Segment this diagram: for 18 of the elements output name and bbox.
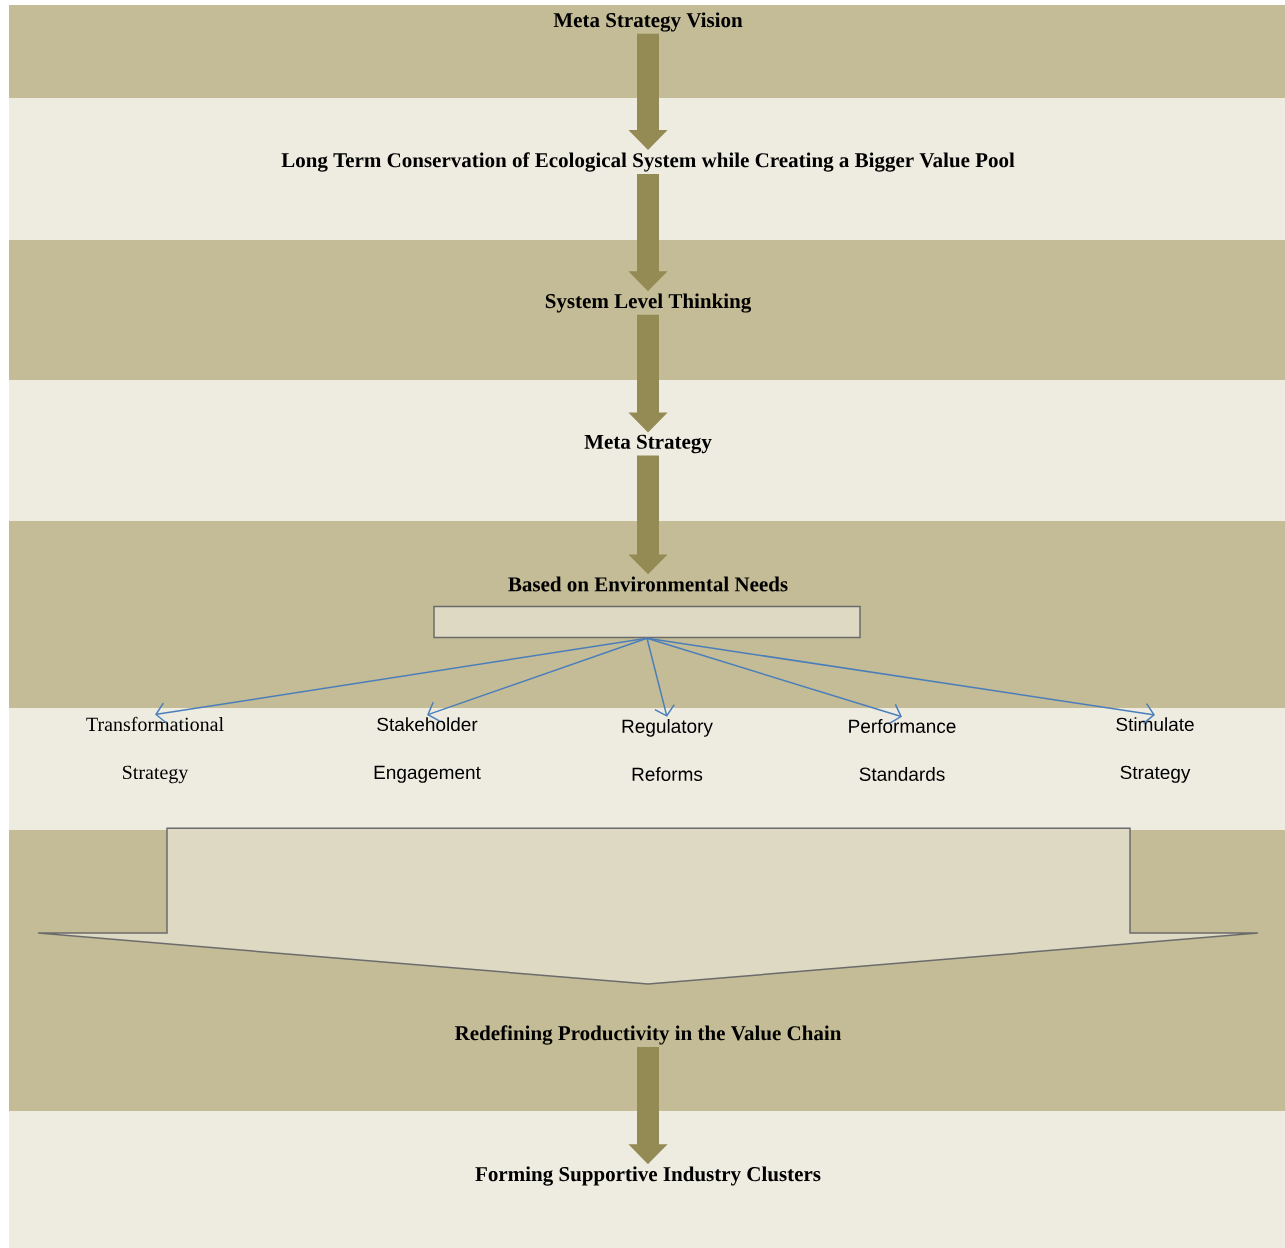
stage-label: Forming Supportive Industry Clusters — [475, 1166, 821, 1186]
arrow — [646, 637, 1155, 725]
option-label: Stimulate Strategy — [1116, 717, 1194, 783]
stage-label: System Level Thinking — [545, 293, 752, 313]
arrow — [646, 637, 902, 725]
empty-box — [433, 605, 861, 639]
option-label: Regulatory Reforms — [622, 719, 713, 781]
stage-label: Redefining Productivity in the Value Chain — [454, 1025, 842, 1045]
stage-label: Meta Strategy Vision — [553, 12, 743, 32]
block-arrow — [37, 827, 1259, 985]
arrow — [646, 637, 675, 717]
stage-label: Long Term Conservation of Ecological System while Creating a Bigger Value Pool — [281, 152, 1015, 172]
option-label: Transformational Strategy — [86, 716, 224, 784]
stage-label: Based on Environmental Needs — [508, 576, 788, 592]
option-label: Performance Standards — [849, 719, 956, 781]
stage-label: Meta Strategy — [584, 434, 712, 454]
option-label: Stakeholder Engagement — [374, 717, 481, 783]
arrow — [427, 637, 648, 722]
